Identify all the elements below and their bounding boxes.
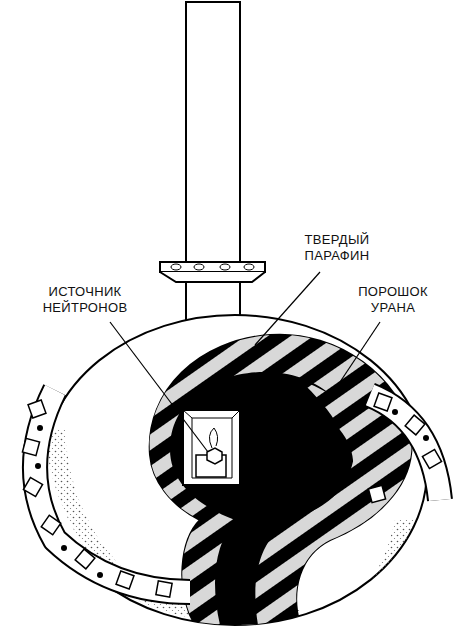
callout-label: ИСТОЧНИК НЕЙТРОНОВ <box>43 284 128 316</box>
pipe-flange <box>160 262 265 282</box>
neutron-source <box>207 448 222 464</box>
leader-lines <box>110 272 380 452</box>
equator-flange <box>22 390 441 597</box>
source-chamber <box>183 410 240 485</box>
callout-label: ТВЕРДЫЙ ПАРАФИН <box>305 232 370 264</box>
callout-label: ПОРОШОК УРАНА <box>358 284 428 316</box>
